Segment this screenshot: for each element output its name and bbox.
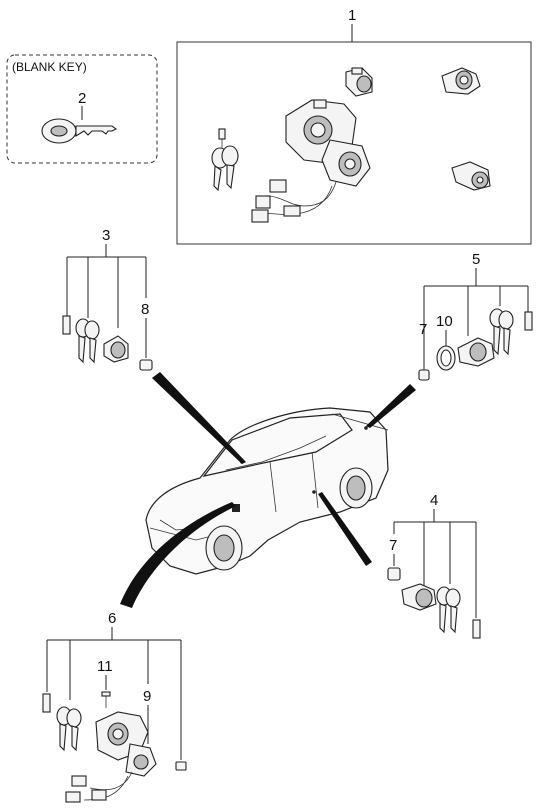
door-cylinder-icon <box>103 335 129 363</box>
lock-cylinder-icon <box>441 67 481 95</box>
callout-6: 6 <box>108 610 116 627</box>
trunk-ring-icon <box>436 345 456 371</box>
callout-11: 11 <box>97 658 113 675</box>
trunk-cylinder-icon <box>457 337 495 367</box>
wiring-harness-icon <box>251 179 337 223</box>
key-tag-icon <box>62 315 71 335</box>
group-6: 6 11 9 <box>42 610 187 803</box>
ignition-housing-icon <box>285 99 371 187</box>
trunk-keys-icon <box>489 308 514 356</box>
group-4: 4 7 <box>387 492 481 639</box>
callout-10: 10 <box>436 313 453 330</box>
clip-8-icon <box>139 359 153 371</box>
key-cylinder-icon <box>345 67 373 97</box>
key-tag-6-icon <box>42 693 51 713</box>
switch-9-icon <box>175 761 187 771</box>
group-3: 3 8 <box>62 227 153 371</box>
door-keys-icon <box>75 318 100 364</box>
group-5: 5 7 10 <box>418 251 533 381</box>
callout-7-upper: 7 <box>419 321 427 338</box>
ignition-keys-6-icon <box>56 706 82 752</box>
callout-1: 1 <box>348 7 356 24</box>
key-tag-5-icon <box>524 311 533 331</box>
clip-7-lower-icon <box>387 567 401 581</box>
clip-7-upper-icon <box>418 369 430 381</box>
glovebox-cylinder-icon <box>451 161 491 191</box>
screw-11-icon <box>101 691 111 708</box>
callout-3: 3 <box>102 227 110 244</box>
pointer-arrows <box>120 372 416 608</box>
blank-key-icon <box>41 118 118 144</box>
callout-5: 5 <box>472 251 480 268</box>
ignition-set-box: 1 <box>176 7 532 245</box>
callout-9: 9 <box>143 688 151 705</box>
ignition-keys-icon <box>211 128 239 192</box>
door-cylinder-4-icon <box>401 583 437 611</box>
callout-2: 2 <box>78 90 86 107</box>
callout-8: 8 <box>141 301 149 318</box>
car-illustration <box>145 407 389 575</box>
callout-4: 4 <box>430 492 438 509</box>
door-keys-4-icon <box>436 586 461 634</box>
callout-7-lower: 7 <box>389 537 397 554</box>
steering-lock-icon <box>95 711 157 777</box>
blank-key-box: (BLANK KEY) 2 <box>6 54 158 164</box>
blank-key-title: (BLANK KEY) <box>12 60 87 74</box>
key-tag-4-icon <box>472 619 481 639</box>
wiring-harness-6-icon <box>65 771 133 803</box>
